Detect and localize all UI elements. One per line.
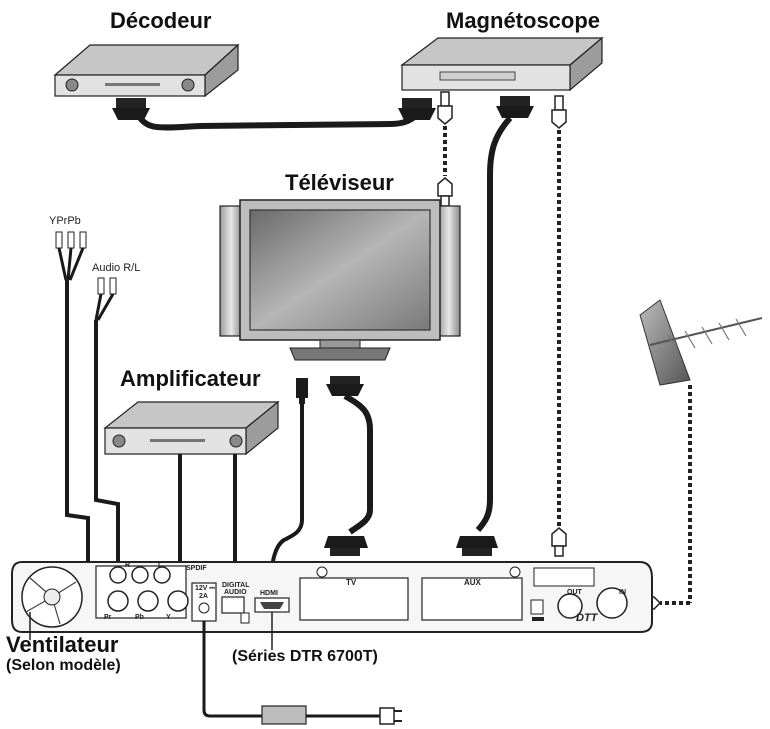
hdmi-cable (270, 378, 308, 573)
rf-out-port (530, 567, 595, 621)
vcr-device (400, 36, 604, 92)
series-note: (Séries DTR 6700T) (232, 648, 378, 665)
jack-y-text: Y (166, 614, 171, 621)
tv-label: Téléviseur (285, 170, 394, 195)
tv-scart-port (299, 566, 409, 621)
rf-in-port (596, 587, 628, 619)
fan-icon (21, 566, 83, 628)
television (219, 199, 461, 361)
scart-cable-tv (324, 376, 373, 556)
jack-r-text: R (125, 562, 131, 569)
rf-cable-vcr-out (551, 95, 567, 557)
fan-note: (Selon modèle) (6, 657, 121, 674)
fan-label: Ventilateur (6, 632, 119, 657)
amplifier-cables (178, 454, 237, 570)
amplifier-device (103, 400, 280, 456)
out-port-text: OUT (567, 589, 582, 596)
spdif-text: SPDIF (186, 565, 207, 572)
decoder-device (53, 43, 240, 98)
receiver-unit (11, 561, 653, 633)
tv-port-text: TV (346, 578, 357, 587)
power-amp-text: 2A (199, 593, 208, 600)
amplifier-label: Amplificateur (120, 366, 261, 391)
aux-port-text: AUX (464, 578, 481, 587)
av-jacks-panel (95, 565, 189, 619)
jack-l-text: L (158, 562, 163, 569)
yprpb-label: YPrPb (49, 215, 81, 227)
scart-cable-vcr-aux (456, 96, 534, 556)
audio-rl-label: Audio R/L (92, 262, 141, 274)
antenna (639, 299, 763, 610)
power-voltage-text: 12V ⎓ (195, 585, 215, 592)
digital-text-2: AUDIO (224, 589, 247, 596)
power-socket (191, 582, 217, 622)
hdmi-text: HDMI (260, 590, 278, 597)
audio-rl-cable (94, 277, 120, 568)
digital-text-1: DIGITAL (222, 582, 250, 589)
hdmi-port (254, 597, 290, 613)
digital-audio-port (221, 596, 250, 624)
jack-pb-text: Pb (135, 614, 144, 621)
scart-cable-decoder-vcr (112, 98, 436, 131)
aux-scart-port (421, 566, 523, 621)
yprpb-cable (55, 231, 90, 600)
jack-pr-text: Pr (104, 614, 112, 621)
brand-text: DTT (576, 612, 598, 624)
vcr-label: Magnétoscope (446, 8, 601, 33)
decoder-label: Décodeur (110, 8, 212, 33)
rf-cable-vcr-tv (437, 91, 453, 207)
power-cable (202, 621, 402, 725)
in-port-text: IN (619, 589, 626, 596)
